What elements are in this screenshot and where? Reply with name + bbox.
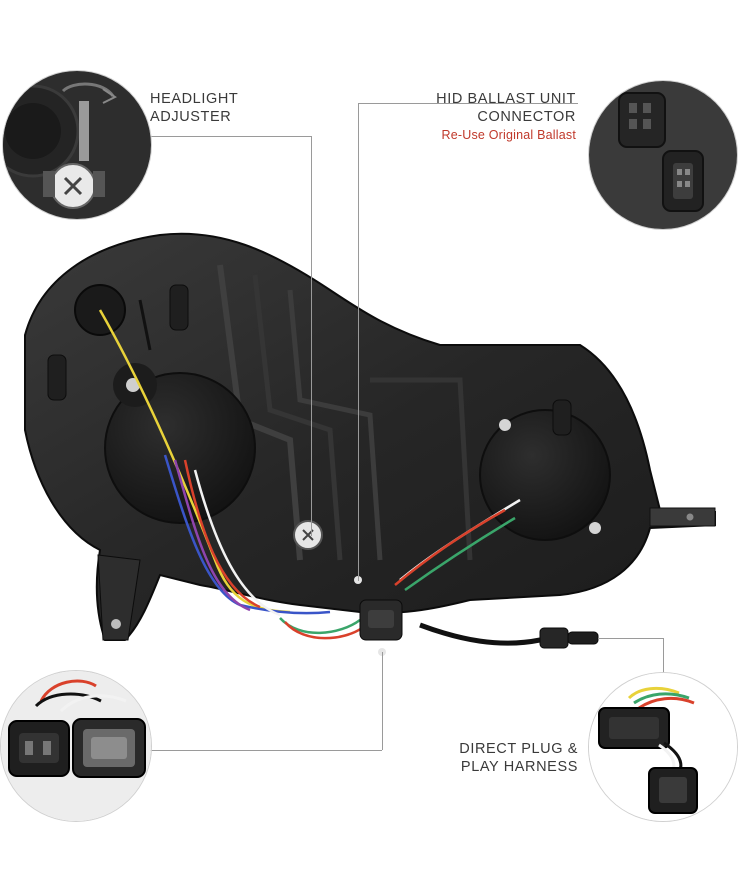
callout-line-ballast-h <box>358 103 578 104</box>
callout-line-adjuster-v <box>311 136 312 536</box>
label-hid-ballast: HID BALLAST UNIT CONNECTOR Re-Use Origin… <box>436 90 576 144</box>
label-hid-ballast-note: Re-Use Original Ballast <box>441 128 576 142</box>
label-direct-plug-line1: DIRECT PLUG & <box>459 741 578 757</box>
callout-line-harness-v <box>382 652 383 750</box>
wiring-harness <box>98 309 541 646</box>
low-beam-cap <box>104 372 256 524</box>
inset-hid-ballast-connector <box>588 80 738 230</box>
label-direct-plug-line2: PLAY HARNESS <box>460 759 578 775</box>
label-headlight-adjuster-line2: ADJUSTER <box>150 109 232 125</box>
callout-line-ballast-v <box>358 103 359 581</box>
harness-plugs-closeup-image <box>1 671 151 821</box>
adjuster-closeup-image <box>3 71 151 219</box>
high-beam-cap <box>479 409 611 541</box>
label-headlight-adjuster: HEADLIGHT ADJUSTER <box>150 90 238 126</box>
label-direct-plug: DIRECT PLUG & PLAY HARNESS <box>459 740 578 776</box>
inset-direct-plug-harness <box>588 672 738 822</box>
callout-line-plug-h <box>598 638 663 639</box>
callout-line-plug-v <box>663 638 664 673</box>
inset-headlight-adjuster <box>2 70 152 220</box>
direct-plug-closeup-image <box>589 673 737 821</box>
label-hid-ballast-line1: HID BALLAST UNIT <box>436 91 576 107</box>
label-headlight-adjuster-line1: HEADLIGHT <box>150 91 239 107</box>
callout-line-harness-h <box>150 750 382 751</box>
ballast-connector-closeup-image <box>589 81 737 229</box>
label-hid-ballast-line2: CONNECTOR <box>477 109 576 125</box>
callout-line-adjuster-h <box>150 136 312 137</box>
inset-harness-plugs <box>0 670 152 822</box>
